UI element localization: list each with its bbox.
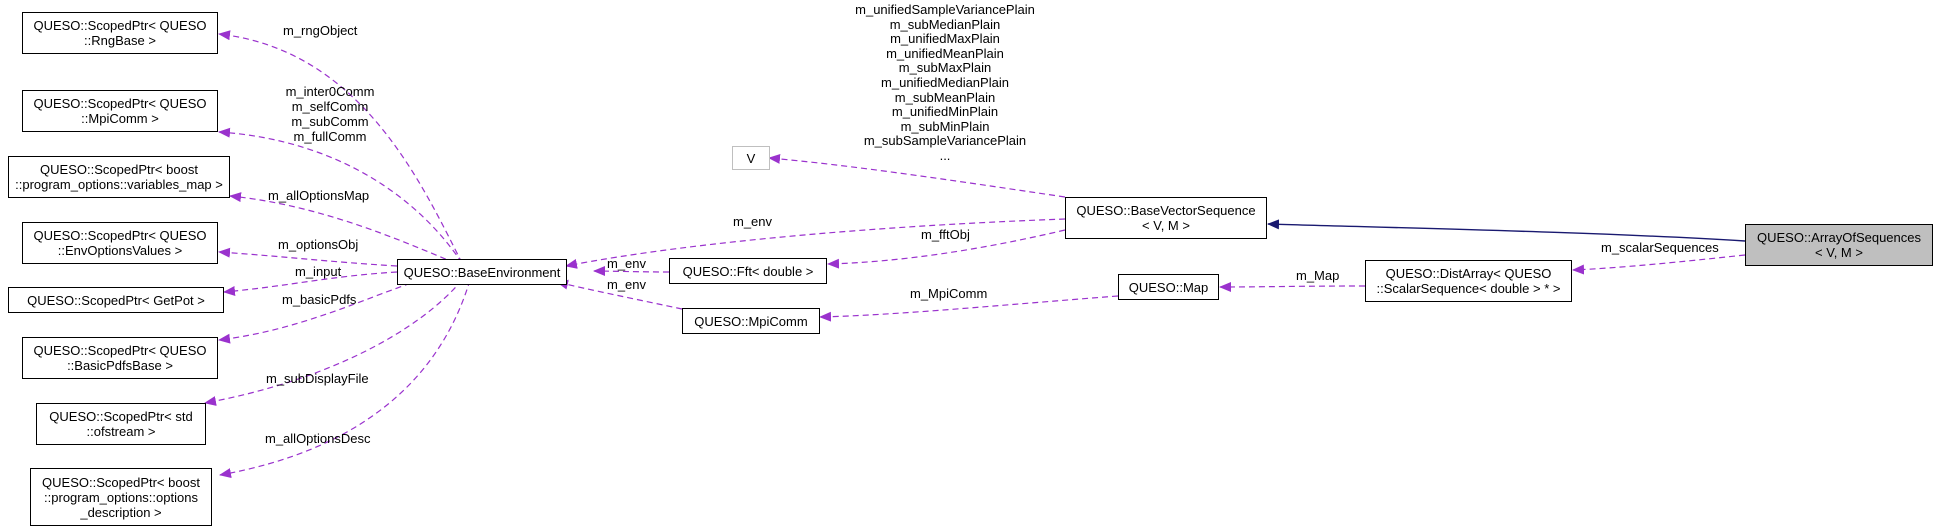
edge-scalarSequences (1572, 254, 1746, 275)
label-input: m_input (295, 264, 342, 279)
label-env-mpicomm: m_env (607, 277, 647, 292)
label-rngObject: m_rngObject (283, 23, 358, 38)
label-subDisplayFile: m_subDisplayFile (266, 371, 369, 386)
node-envoptions[interactable]: QUESO::ScopedPtr< QUESO::EnvOptionsValue… (22, 222, 218, 264)
edge-inherit (1267, 219, 1746, 242)
node-variables-map[interactable]: QUESO::ScopedPtr< boost::program_options… (8, 156, 230, 198)
edge-comms (218, 127, 463, 264)
edge-env-bvs (565, 218, 1066, 269)
node-v[interactable]: V (732, 146, 770, 170)
edge-env-mpicomm (556, 279, 683, 310)
label-scalarSequences: m_scalarSequences (1601, 240, 1719, 255)
label-basicPdfs: m_basicPdfs (282, 292, 357, 307)
edge-optionsObj (218, 247, 398, 267)
label-MpiComm: m_MpiComm (910, 286, 988, 301)
edge-subDisplayFile (204, 279, 463, 406)
edge-fftObj (827, 229, 1066, 269)
edge-env-fft (593, 266, 670, 277)
label-fftObj: m_fftObj (921, 227, 970, 242)
edge-MpiComm (819, 295, 1119, 322)
label-env-fft: m_env (607, 256, 647, 271)
edge-rngObject (218, 30, 463, 264)
node-mpicomm[interactable]: QUESO::MpiComm (682, 308, 820, 334)
node-array-of-sequences[interactable]: QUESO::ArrayOfSequences< V, M > (1745, 224, 1933, 266)
edge-input (223, 271, 398, 296)
node-base-vector-sequence[interactable]: QUESO::BaseVectorSequence< V, M > (1065, 197, 1267, 239)
node-mpicomm-ptr[interactable]: QUESO::ScopedPtr< QUESO::MpiComm > (22, 90, 218, 132)
edge-allOptionsMap (229, 192, 456, 264)
edge-allOptionsDesc (219, 279, 471, 478)
label-v-members: m_unifiedSampleVariancePlain m_subMedian… (855, 2, 1035, 163)
node-distarray[interactable]: QUESO::DistArray< QUESO::ScalarSequence<… (1365, 260, 1572, 302)
label-Map: m_Map (1296, 268, 1340, 283)
edge-Map (1219, 281, 1366, 292)
label-env-bvs: m_env (733, 214, 773, 229)
node-basicpdfs[interactable]: QUESO::ScopedPtr< QUESO::BasicPdfsBase > (22, 337, 218, 379)
edge-v-members (768, 153, 1066, 198)
node-base-environment[interactable]: QUESO::BaseEnvironment (397, 259, 567, 285)
label-allOptionsMap: m_allOptionsMap (268, 188, 370, 203)
node-options-description[interactable]: QUESO::ScopedPtr< boost::program_options… (30, 468, 212, 526)
node-rng[interactable]: QUESO::ScopedPtr< QUESO::RngBase > (22, 12, 218, 54)
label-allOptionsDesc: m_allOptionsDesc (265, 431, 371, 446)
node-getpot[interactable]: QUESO::ScopedPtr< GetPot > (8, 287, 224, 313)
label-optionsObj: m_optionsObj (278, 237, 359, 252)
edge-basicPdfs (218, 279, 421, 344)
node-fft[interactable]: QUESO::Fft< double > (669, 258, 827, 284)
label-comms: m_inter0Comm m_selfComm m_subComm m_full… (285, 84, 375, 144)
node-ofstream[interactable]: QUESO::ScopedPtr< std::ofstream > (36, 403, 206, 445)
node-map[interactable]: QUESO::Map (1118, 274, 1219, 300)
